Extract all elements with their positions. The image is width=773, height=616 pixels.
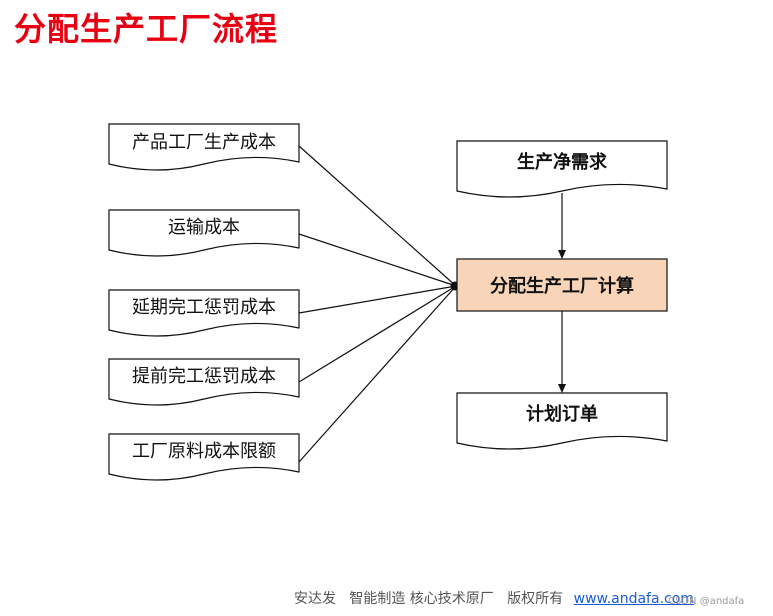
- input-doc-label: 延期完工惩罚成本: [132, 297, 276, 318]
- footer-url-link[interactable]: www.andafa.com: [573, 591, 694, 607]
- process-label: 分配生产工厂计算: [490, 275, 634, 297]
- net-demand-doc: 生产净需求: [456, 140, 668, 198]
- footer-company: 安达发: [294, 591, 336, 607]
- input-doc-label: 产品工厂生产成本: [132, 132, 276, 153]
- connector-line: [298, 285, 457, 463]
- input-doc-product-cost: 产品工厂生产成本: [108, 123, 300, 171]
- input-doc-label: 工厂原料成本限额: [132, 441, 276, 462]
- input-doc-delay-penalty: 延期完工惩罚成本: [108, 289, 300, 337]
- input-doc-label: 提前完工惩罚成本: [132, 366, 276, 387]
- output-label: 计划订单: [526, 403, 598, 425]
- process-box: 分配生产工厂计算: [456, 258, 668, 312]
- connector-line: [298, 285, 457, 383]
- connector-line: [298, 145, 457, 287]
- footer-tagline: 智能制造 核心技术原厂: [349, 591, 494, 607]
- watermark: CSDN @andafa: [668, 596, 745, 607]
- input-doc-label: 运输成本: [168, 217, 240, 238]
- input-doc-transport-cost: 运输成本: [108, 209, 300, 257]
- output-doc: 计划订单: [456, 392, 668, 450]
- footer-copyright: 版权所有: [507, 591, 564, 607]
- input-doc-material-limit: 工厂原料成本限额: [108, 433, 300, 481]
- footer: 安达发 智能制造 核心技术原厂 版权所有 www.andafa.com: [294, 588, 694, 608]
- page-title: 分配生产工厂流程: [14, 10, 279, 48]
- net-demand-label: 生产净需求: [517, 151, 608, 173]
- connector-line: [298, 285, 457, 314]
- connector-line: [298, 233, 457, 287]
- input-doc-early-penalty: 提前完工惩罚成本: [108, 358, 300, 406]
